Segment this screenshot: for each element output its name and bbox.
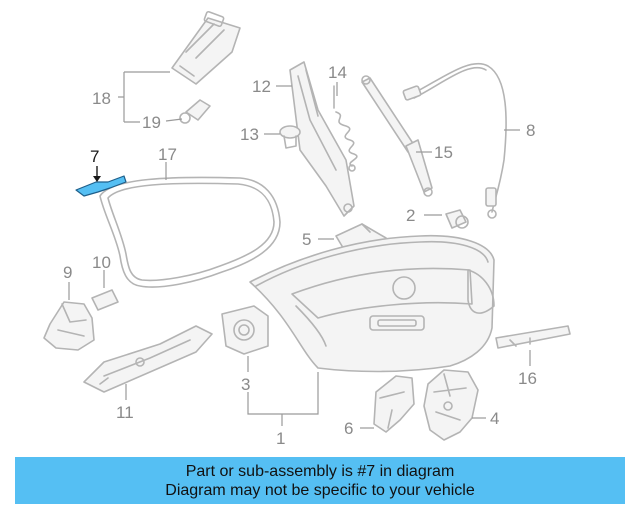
banner-line-1: Part or sub-assembly is #7 in diagram: [185, 462, 455, 480]
callout-9: 9: [63, 263, 72, 282]
part-17-weatherstrip: [99, 176, 281, 288]
part-3-housing: [221, 305, 269, 355]
banner-line-2: Diagram may not be specific to your vehi…: [165, 481, 475, 499]
part-12-hinge: [289, 61, 355, 217]
callout-13: 13: [240, 125, 259, 144]
callout-18: 18: [92, 89, 111, 108]
part-10-clip: [91, 289, 119, 311]
callout-5: 5: [302, 230, 311, 249]
parts-diagram: 18 19 12 14 8 13 15 7 17 2 5 9 10 16 3 1…: [43, 10, 571, 448]
callout-3: 3: [241, 375, 250, 394]
leader-18: [118, 71, 170, 123]
leader-19: [165, 118, 183, 122]
info-banner: Part or sub-assembly is #7 in diagram Di…: [15, 457, 625, 504]
part-6-bracket: [373, 375, 415, 433]
callout-8: 8: [526, 121, 535, 140]
callout-16: 16: [518, 369, 537, 388]
callout-1: 1: [276, 429, 285, 448]
callout-7: 7: [90, 147, 99, 166]
callout-12: 12: [252, 77, 271, 96]
leader-7-arrow: [93, 176, 101, 182]
part-2-lock-cylinder: [445, 209, 469, 229]
leader-1: [247, 372, 319, 426]
callout-4: 4: [490, 409, 499, 428]
part-4-latch: [423, 369, 479, 441]
part-18-lamp-assembly: [171, 10, 241, 85]
part-19-bulb: [179, 99, 211, 124]
part-1-trunk-lid: [249, 234, 495, 373]
callout-17: 17: [158, 145, 177, 164]
part-9-latch: [43, 301, 95, 351]
part-7-bracket: [75, 175, 127, 197]
callout-19: 19: [142, 113, 161, 132]
callout-15: 15: [434, 143, 453, 162]
callout-14: 14: [328, 63, 347, 82]
callout-2: 2: [406, 206, 415, 225]
part-15-gas-strut: [361, 75, 433, 197]
part-16-molding: [495, 325, 571, 349]
callout-11: 11: [116, 403, 134, 422]
part-14-spring: [333, 85, 358, 172]
part-8-cable: [402, 62, 507, 219]
part-11-garnish: [83, 325, 213, 393]
callout-10: 10: [92, 253, 111, 272]
callout-6: 6: [344, 419, 353, 438]
part-13-stopper: [279, 125, 301, 149]
